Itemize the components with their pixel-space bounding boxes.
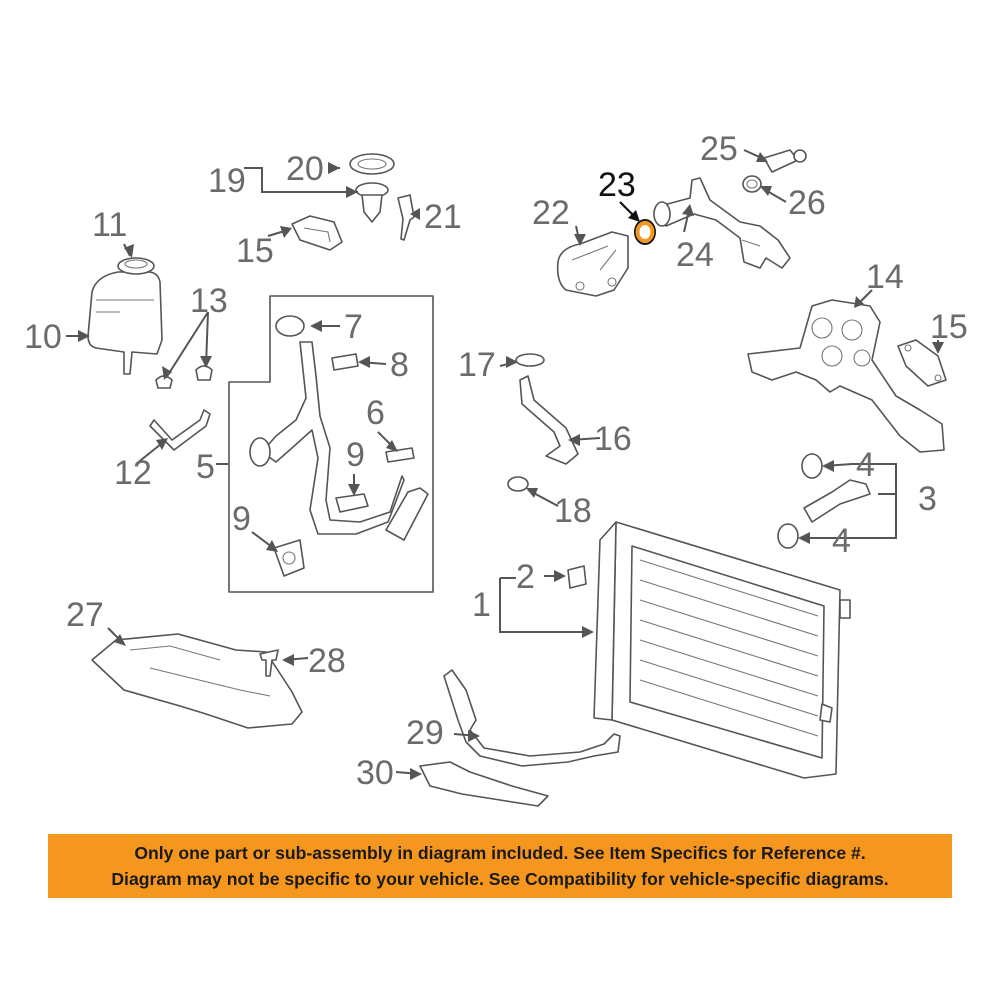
part-11-reservoir-cap[interactable] xyxy=(117,257,155,275)
part-22-water-outlet[interactable] xyxy=(556,231,629,297)
callout-30: 30 xyxy=(356,754,394,792)
callout-1: 1 xyxy=(472,586,491,624)
callout-17: 17 xyxy=(458,346,496,384)
part-5-inlet-hose-assembly[interactable] xyxy=(249,315,429,541)
part-29-lower-baffle[interactable] xyxy=(443,669,621,767)
callout-2: 2 xyxy=(516,558,535,596)
part-4-hose-clamp-lower[interactable] xyxy=(777,523,799,549)
callout-5: 5 xyxy=(196,448,215,486)
callout-18: 18 xyxy=(554,492,592,530)
callout-24: 24 xyxy=(676,236,714,274)
callout-3: 3 xyxy=(918,480,937,518)
callout-25: 25 xyxy=(700,130,738,168)
callout-13: 13 xyxy=(190,282,228,320)
part-28-push-pin[interactable] xyxy=(259,649,279,677)
callout-12: 12 xyxy=(114,454,152,492)
part-24-coolant-pipe[interactable] xyxy=(653,177,791,269)
callout-10: 10 xyxy=(24,318,62,356)
part-8-sensor[interactable] xyxy=(331,353,359,371)
callout-15-right: 15 xyxy=(930,308,968,346)
callout-4-lower: 4 xyxy=(832,522,851,560)
callout-16: 16 xyxy=(594,420,632,458)
part-9-gasket-lower[interactable] xyxy=(273,539,305,577)
part-14-coolant-manifold[interactable] xyxy=(747,299,945,453)
part-10-coolant-reservoir[interactable] xyxy=(87,271,163,375)
part-15-gasket-right[interactable] xyxy=(897,339,947,387)
part-19-thermostat[interactable] xyxy=(355,182,389,223)
part-3-radiator-hose[interactable] xyxy=(803,479,871,523)
part-26-seal-ring[interactable] xyxy=(742,175,762,193)
part-1-radiator[interactable] xyxy=(593,521,851,779)
callout-22: 22 xyxy=(532,194,570,232)
part-23-o-ring-seal[interactable] xyxy=(634,219,656,245)
callout-21: 21 xyxy=(424,198,462,236)
part-20-thermostat-seal[interactable] xyxy=(349,153,395,175)
part-30-deflector[interactable] xyxy=(419,761,549,807)
callout-29: 29 xyxy=(406,714,444,752)
callout-28: 28 xyxy=(308,642,346,680)
part-5-group-frame xyxy=(228,295,434,593)
callout-4-upper: 4 xyxy=(856,446,875,484)
callout-9-upper: 9 xyxy=(346,436,365,474)
callout-9-lower: 9 xyxy=(232,500,251,538)
part-4-hose-clamp-upper[interactable] xyxy=(801,453,823,479)
part-15-gasket-left[interactable] xyxy=(291,215,343,251)
callout-11: 11 xyxy=(92,206,127,244)
callout-8: 8 xyxy=(390,346,409,384)
part-13-hose-clamps[interactable] xyxy=(155,365,213,389)
callout-19: 19 xyxy=(208,162,246,200)
part-6-clip[interactable] xyxy=(385,447,415,463)
part-18-seal[interactable] xyxy=(507,476,529,492)
callout-6: 6 xyxy=(366,394,385,432)
disclaimer-line-2: Diagram may not be specific to your vehi… xyxy=(111,869,889,889)
part-25-bleeder-valve[interactable] xyxy=(763,149,807,173)
part-16-pipe[interactable] xyxy=(519,375,579,465)
callout-20: 20 xyxy=(286,150,324,188)
part-9-clip-upper[interactable] xyxy=(335,493,369,513)
part-27-air-deflector[interactable] xyxy=(91,633,303,729)
callout-15-left: 15 xyxy=(236,232,274,270)
callout-27: 27 xyxy=(66,596,104,634)
leader-arrowheads xyxy=(78,152,944,780)
callout-23: 23 xyxy=(598,166,636,204)
callout-labels: 19 20 15 21 11 10 13 12 5 7 8 6 9 9 23 2… xyxy=(24,130,968,792)
callout-7: 7 xyxy=(344,308,363,346)
callout-14: 14 xyxy=(866,258,904,296)
disclaimer-banner: Only one part or sub-assembly in diagram… xyxy=(48,834,952,898)
part-2-insulator[interactable] xyxy=(567,565,587,589)
callout-26: 26 xyxy=(788,184,826,222)
disclaimer-line-1: Only one part or sub-assembly in diagram… xyxy=(134,843,866,863)
part-17-seal[interactable] xyxy=(515,353,545,367)
part-21-temperature-sensor[interactable] xyxy=(397,194,415,241)
